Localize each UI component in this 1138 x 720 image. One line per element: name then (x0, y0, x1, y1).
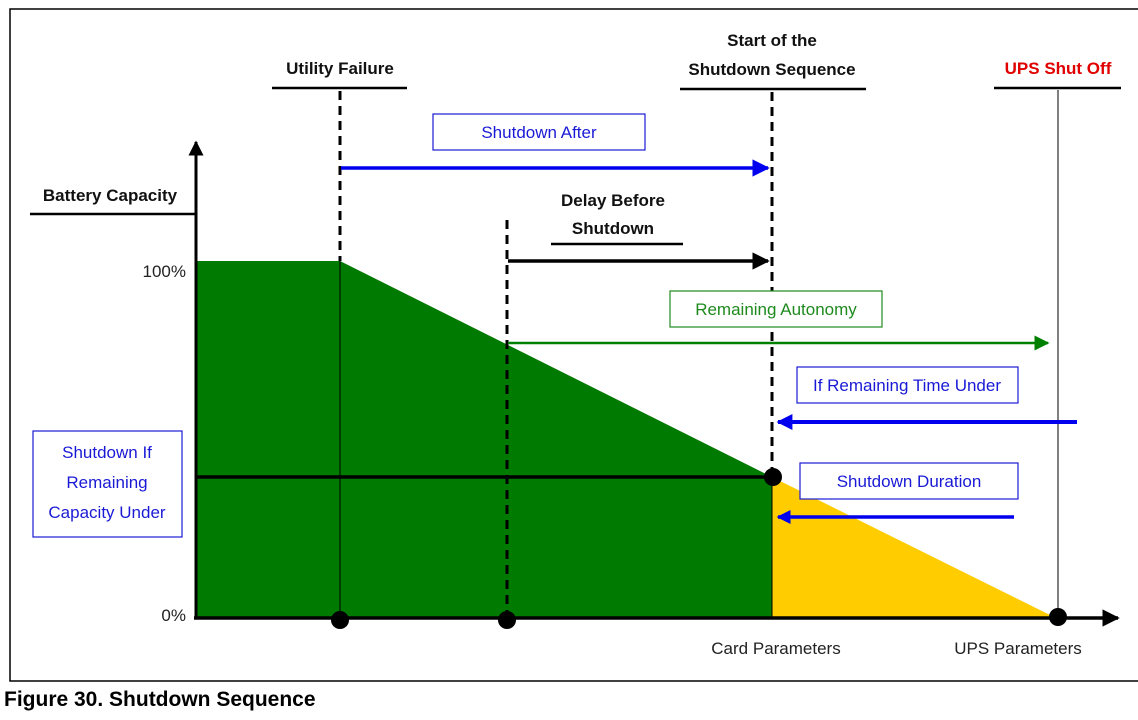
utility-failure-point (331, 611, 349, 629)
delay-before-label-line1: Delay Before (561, 191, 665, 210)
shutdown-duration-box (799, 462, 1019, 500)
ups-remaining-region (772, 477, 1056, 618)
y-tick-0: 0% (161, 606, 186, 625)
remaining-autonomy-label: Remaining Autonomy (695, 300, 857, 319)
shutdown-if-capacity-label-line1: Shutdown If (62, 443, 152, 462)
ups-shut-off-point (1049, 608, 1067, 626)
shutdown-if-capacity-label-line3: Capacity Under (48, 503, 166, 522)
shutdown-duration-label: Shutdown Duration (837, 472, 982, 491)
x-label-ups-parameters: UPS Parameters (954, 639, 1082, 658)
utility-failure-label: Utility Failure (286, 59, 394, 78)
shutdown-start-point (764, 468, 782, 486)
shutdown-after-label: Shutdown After (481, 123, 597, 142)
diagram-frame (9, 8, 1138, 682)
delay-start-point (498, 611, 516, 629)
shutdown-start-label-line1: Start of the (727, 31, 817, 50)
y-axis-title: Battery Capacity (43, 186, 178, 205)
shutdown-if-capacity-label-line2: Remaining (66, 473, 147, 492)
shutdown-after-box (432, 113, 646, 151)
remaining-autonomy-box (669, 290, 883, 328)
ups-shut-off-label: UPS Shut Off (1005, 59, 1112, 78)
shutdown-if-capacity-box (32, 430, 183, 538)
y-tick-100: 100% (143, 262, 186, 281)
if-remaining-time-box (796, 366, 1019, 404)
x-label-card-parameters: Card Parameters (711, 639, 840, 658)
if-remaining-time-label: If Remaining Time Under (813, 376, 1001, 395)
shutdown-start-label-line2: Shutdown Sequence (688, 60, 855, 79)
figure-caption: Figure 30. Shutdown Sequence (4, 688, 316, 711)
delay-before-label-line2: Shutdown (572, 219, 654, 238)
